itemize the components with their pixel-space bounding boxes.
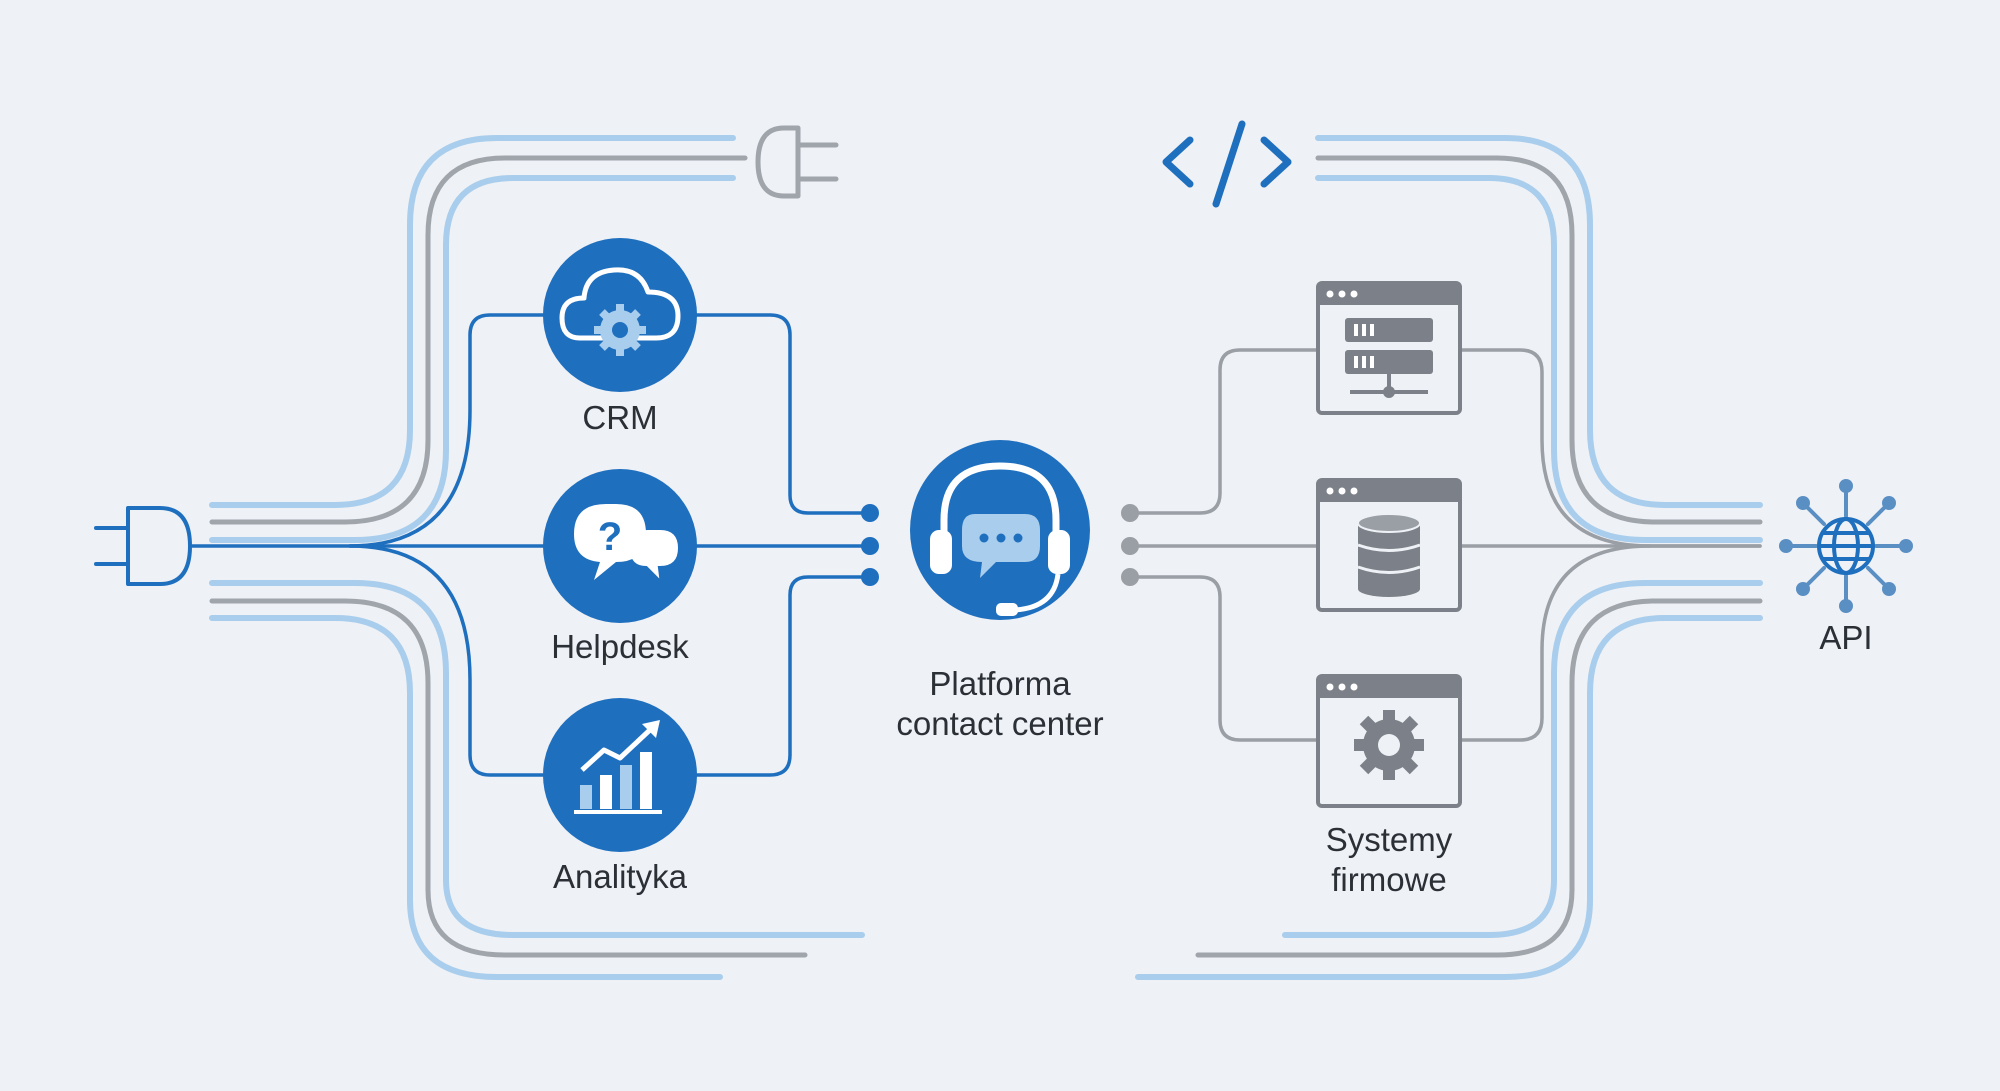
left-connectors: [188, 313, 870, 777]
systems-label: Systemy firmowe: [1326, 820, 1453, 900]
analytics-node: [543, 698, 697, 852]
gear-window-icon: [1316, 674, 1462, 808]
network-globe-nodes: [1779, 479, 1913, 613]
network-globe-icon: [1788, 488, 1904, 604]
analytics-label: Analityka: [553, 858, 687, 895]
question-chat-icon: ?: [574, 504, 683, 590]
plug-icon: [755, 125, 839, 199]
helpdesk-label: Helpdesk: [551, 628, 689, 665]
right-connector-dots: [1121, 504, 1139, 586]
api-label: API: [1819, 619, 1873, 656]
systems-label-line2: firmowe: [1331, 861, 1447, 898]
code-icon: [1162, 120, 1292, 208]
systems-label-line1: Systemy: [1325, 821, 1453, 858]
left-connector-dots: [861, 504, 879, 586]
server-window-icon: [1316, 281, 1462, 415]
database-window-icon: [1316, 478, 1462, 612]
crm-label: CRM: [582, 399, 658, 436]
left-frame-lines: [209, 135, 865, 980]
helpdesk-node: ?: [543, 469, 697, 623]
right-frame-lines: [1135, 135, 1763, 980]
cloud-gear-icon: [559, 267, 681, 356]
platform-label: Platforma contact center: [896, 664, 1103, 744]
svg-text:?: ?: [598, 515, 622, 559]
headset-chat-icon: [930, 462, 1070, 616]
platform-label-line1: Platforma: [929, 665, 1071, 702]
platform-node: [910, 440, 1090, 620]
platform-label-line2: contact center: [896, 705, 1104, 742]
bar-chart-growth-icon: [574, 720, 662, 814]
plug-icon: [94, 506, 192, 586]
right-connectors: [1128, 348, 1762, 742]
crm-node: [543, 238, 697, 392]
